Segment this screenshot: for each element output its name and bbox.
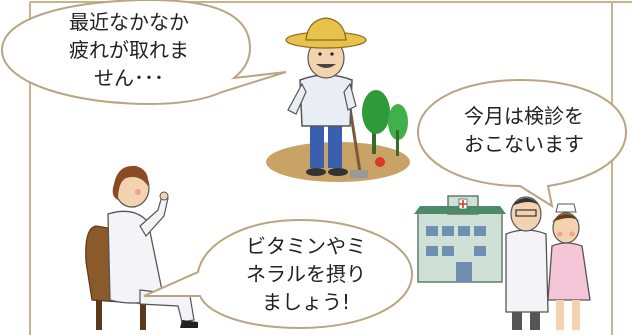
hospital-bubble-text: 今月は検診を おこないます (440, 102, 608, 158)
hospital-speech-bubble (416, 78, 628, 209)
hoe-blade (350, 170, 368, 178)
tree-icon (362, 90, 408, 156)
nurse (547, 242, 591, 301)
hospital-line-1: 今月は検診を (464, 104, 584, 128)
farmer-bubble-text: 最近なかなか 疲れが取れま せん･･･ (34, 8, 224, 92)
doctor-nurse-illustration (505, 196, 591, 330)
doctor-line-1: ビタミンやミ (246, 234, 366, 258)
farmer-line-2: 疲れが取れま (69, 38, 189, 62)
farmer-speech-bubble (0, 0, 287, 106)
farmer-leg-right (328, 122, 342, 168)
farmer-illustration (266, 17, 410, 182)
doctor-line-2: ネラルを摂り (246, 262, 366, 286)
farmer-line-3: せん･･･ (94, 66, 164, 90)
farmer-leg-left (310, 122, 324, 168)
farmer-line-1: 最近なかなか (69, 10, 189, 34)
hospital-illustration (414, 195, 506, 283)
doctor-speech-bubble (143, 218, 414, 330)
farmer-shirt (299, 74, 353, 127)
tomato-icon (375, 157, 385, 167)
doctor-line-3: ましょう! (261, 290, 351, 314)
doctor-bubble-text: ビタミンやミ ネラルを摂り ましょう! (226, 232, 386, 316)
seated-doctor-illustration (85, 165, 198, 330)
male-doctor (505, 229, 549, 313)
hospital-line-2: おこないます (464, 132, 584, 156)
